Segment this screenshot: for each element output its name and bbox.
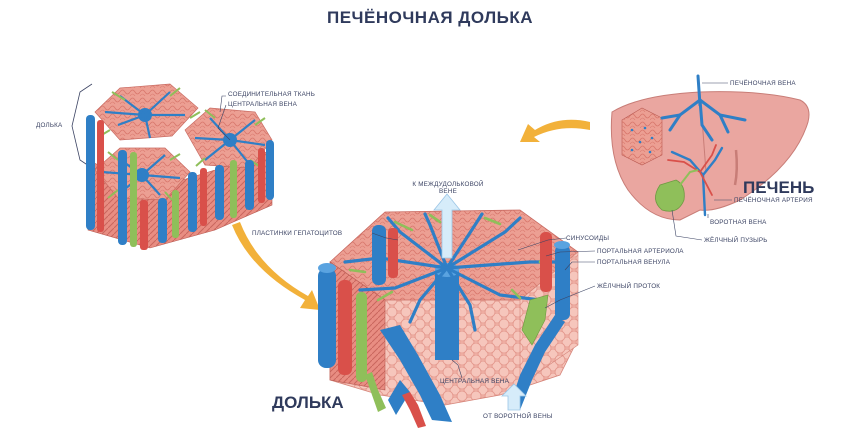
label-hepatocyte-plates: ПЛАСТИНКИ ГЕПАТОЦИТОВ [252, 230, 343, 237]
page-title: ПЕЧЁНОЧНАЯ ДОЛЬКА [326, 8, 534, 27]
label-central-vein-top: ЦЕНТРАЛЬНАЯ ВЕНА [228, 101, 298, 108]
label-gallbladder: ЖЁЛЧНЫЙ ПУЗЫРЬ [704, 237, 768, 244]
section-label-lobule: ДОЛЬКА [272, 393, 344, 412]
arrow-lobule-to-detail [232, 222, 320, 310]
label-portal-venule: ПОРТАЛЬНАЯ ВЕНУЛА [597, 259, 671, 266]
label-portal-arteriole: ПОРТАЛЬНАЯ АРТЕРИОЛА [597, 248, 684, 255]
label-from-portal-vein: ОТ ВОРОТНОЙ ВЕНЫ [483, 413, 553, 420]
label-hepatic-vein: ПЕЧЁНОЧНАЯ ВЕНА [730, 80, 796, 87]
label-connective-tissue: СОЕДИНИТЕЛЬНАЯ ТКАНЬ [228, 91, 316, 98]
lobule-cluster [71, 83, 274, 250]
label-lobule-left: ДОЛЬКА [36, 122, 63, 129]
portal-flow-arrow [501, 383, 527, 411]
lobule-bracket [71, 83, 93, 169]
label-portal-vein: ВОРОТНАЯ ВЕНА [710, 219, 767, 226]
up-arrow [433, 193, 461, 259]
lobule-detail [318, 193, 596, 428]
label-bile-duct: ЖЁЛЧНЫЙ ПРОТОК [597, 283, 661, 290]
label-hepatic-artery: ПЕЧЁНОЧНАЯ АРТЕРИЯ [734, 197, 813, 204]
section-label-liver: ПЕЧЕНЬ [743, 178, 815, 197]
label-sinusoids: СИНУСОИДЫ [566, 235, 610, 242]
label-to-interlobular-vein: К МЕЖДУДОЛЬКОВОЙ ВЕНЕ [412, 181, 484, 195]
liver-illustration [610, 74, 810, 241]
arrow-liver-to-lobule [520, 119, 590, 142]
label-central-vein-bottom: ЦЕНТРАЛЬНАЯ ВЕНА [440, 378, 510, 385]
